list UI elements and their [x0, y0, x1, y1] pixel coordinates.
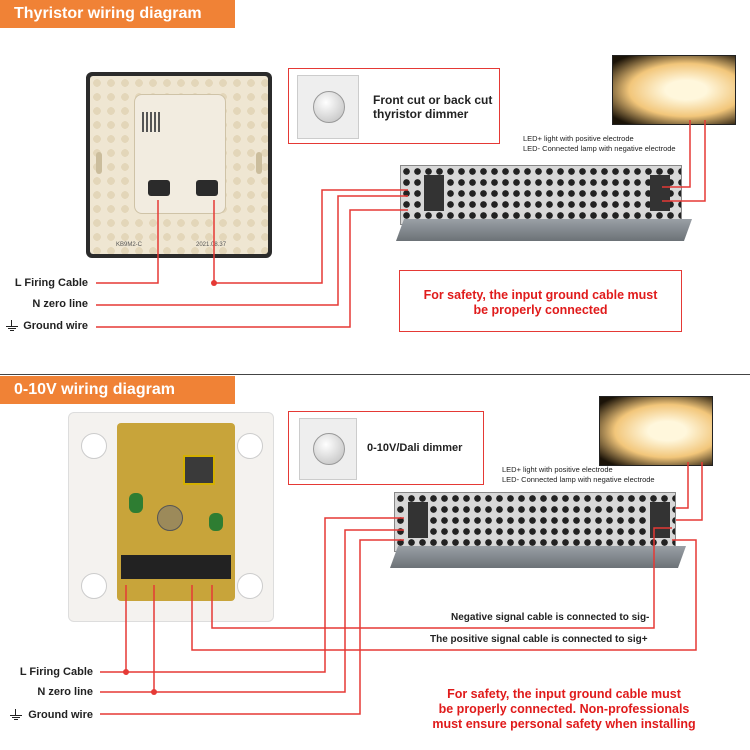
analog-warning-line2: be properly connected. Non-professionals	[438, 702, 690, 716]
analog-dimmer-label: 0-10V/Dali dimmer	[367, 442, 463, 454]
dimmer-knob-image	[297, 75, 359, 139]
dimmer-label-line1: Front cut or back cut	[373, 93, 493, 107]
dimmer-label-line2: thyristor dimmer	[373, 107, 469, 121]
thyristor-warning-line2: be properly connected	[473, 303, 608, 317]
thyristor-warning-box: For safety, the input ground cable must …	[399, 270, 682, 332]
bottom-wire-label-n: N zero line	[37, 686, 93, 698]
led-note-bottom-line1: LED+ light with positive electrode	[502, 465, 613, 474]
analog-section-title: 0-10V wiring diagram	[0, 376, 235, 404]
led-strip-image	[612, 55, 736, 125]
analog-warning-line1: For safety, the input ground cable must	[447, 687, 681, 701]
led-strip-image-bottom	[599, 396, 713, 466]
led-note-bottom-line2: LED- Connected lamp with negative electr…	[502, 475, 655, 484]
thyristor-switch-image: KB9M2-C 2021.08.37	[86, 72, 272, 258]
switch-print-left: KB9M2-C	[116, 242, 143, 248]
analog-dimmer-box: 0-10V/Dali dimmer	[288, 411, 484, 485]
top-wire-label-n: N zero line	[32, 298, 88, 310]
thyristor-dimmer-box: Front cut or back cut thyristor dimmer	[288, 68, 500, 144]
led-driver-image-bottom	[389, 492, 687, 568]
analog-dimmer-panel-image	[68, 412, 274, 622]
analog-dimmer-knob-image	[299, 418, 357, 480]
ground-icon	[6, 320, 18, 332]
bottom-wire-label-ground: Ground wire	[28, 709, 93, 721]
section-divider	[0, 374, 750, 375]
thyristor-warning-line1: For safety, the input ground cable must	[423, 288, 658, 302]
ground-icon-bottom	[10, 709, 22, 721]
top-wire-label-l: L Firing Cable	[14, 277, 88, 289]
signal-negative-label: Negative signal cable is connected to si…	[451, 612, 650, 623]
thyristor-section-title: Thyristor wiring diagram	[0, 0, 235, 28]
switch-print-right: 2021.08.37	[196, 242, 227, 248]
led-driver-image	[395, 165, 693, 241]
led-note-line1: LED+ light with positive electrode	[523, 134, 634, 143]
analog-warning-line3: must ensure personal safety when install…	[432, 717, 696, 731]
signal-positive-label: The positive signal cable is connected t…	[430, 634, 648, 645]
led-note-line2: LED- Connected lamp with negative electr…	[523, 144, 676, 153]
top-wire-label-ground: Ground wire	[23, 320, 88, 332]
bottom-wire-label-l: L Firing Cable	[19, 666, 93, 678]
